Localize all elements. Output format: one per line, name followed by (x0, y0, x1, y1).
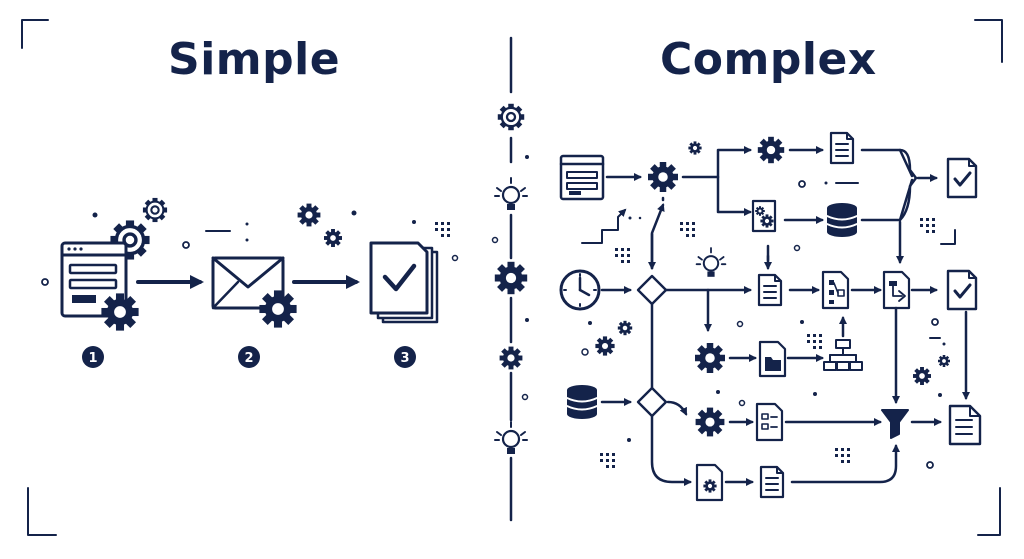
document-icon (757, 273, 783, 307)
decision-diamond (636, 274, 668, 306)
process-gear-icon (693, 341, 727, 375)
svg-text:2: 2 (244, 351, 253, 366)
divider-gear-icon (498, 345, 524, 371)
checked-document-icon (946, 157, 978, 199)
document-icon (759, 465, 785, 499)
database-icon (565, 383, 599, 421)
divider-lightbulb-icon (493, 420, 529, 456)
process-gear-icon (694, 406, 726, 438)
diagram-document-icon (882, 270, 911, 310)
process-gear-icon (646, 160, 680, 194)
checked-document-icon (946, 269, 978, 311)
folder-document-icon (758, 340, 787, 378)
browser-window-icon (559, 154, 605, 201)
divider-gear-icon (496, 102, 526, 132)
complex-flow (559, 131, 982, 502)
browser-window-gear-icon (41, 196, 190, 333)
clock-icon (559, 269, 601, 311)
step-number-3: 3 (394, 346, 416, 368)
corner-brackets (21, 19, 1003, 536)
divider-gear-icon (493, 260, 529, 296)
org-chart-icon (823, 339, 863, 371)
complex-title: Complex (660, 34, 877, 85)
envelope-gear-icon (205, 202, 357, 330)
svg-text:3: 3 (400, 351, 409, 366)
process-gear-icon (756, 135, 786, 165)
simple-title: Simple (168, 34, 341, 85)
database-icon (825, 201, 859, 239)
funnel-icon (881, 409, 909, 439)
simple-flow: 1 2 3 (41, 196, 459, 368)
svg-text:1: 1 (88, 351, 97, 366)
document-gear-icon (695, 463, 724, 502)
checked-documents-icon (369, 220, 459, 324)
center-divider (491, 36, 529, 522)
report-document-icon (948, 404, 982, 446)
form-document-icon (755, 402, 784, 442)
flowchart-document-icon (821, 270, 850, 310)
decision-diamond (636, 386, 668, 418)
idea-lightbulb-icon (695, 246, 727, 278)
step-number-2: 2 (238, 346, 260, 368)
step-number-1: 1 (82, 346, 104, 368)
document-icon (829, 131, 855, 165)
divider-lightbulb-icon (493, 176, 529, 212)
